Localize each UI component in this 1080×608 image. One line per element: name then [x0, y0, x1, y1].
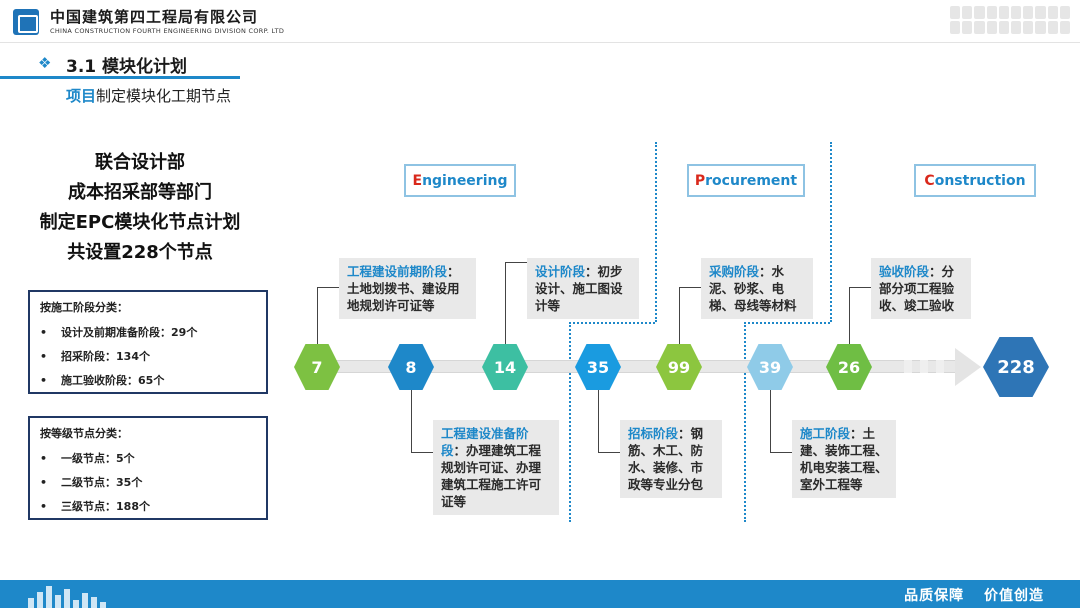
- callout-connector: [770, 452, 792, 453]
- phase-separator: [569, 322, 571, 522]
- section-title: 3.1 模块化计划: [66, 57, 188, 77]
- footer-slogan: 品质保障 价值创造: [904, 588, 1044, 604]
- summary-block: 联合设计部 成本招采部等部门 制定EPC模块化节点计划 共设置228个节点: [20, 148, 260, 268]
- subtitle-highlight: 项目: [66, 87, 97, 105]
- note-tendering: 招标阶段：钢筋、木工、防水、装修、市政等专业分包: [620, 420, 722, 498]
- callout-connector: [411, 390, 412, 452]
- callout-connector: [411, 452, 433, 453]
- level-category-item: 二级节点：35个: [40, 471, 256, 495]
- milestone-node: 8: [388, 344, 434, 390]
- note-acceptance: 验收阶段：分部分项工程验收、竣工验收: [871, 258, 971, 319]
- milestone-node: 7: [294, 344, 340, 390]
- callout-connector: [770, 390, 771, 452]
- callout-connector: [679, 287, 701, 288]
- phase-separator: [744, 322, 746, 522]
- timeline-arrow-dash: [920, 360, 928, 373]
- stage-category-item: 施工验收阶段：65个: [40, 369, 256, 393]
- note-design: 设计阶段：初步设计、施工图设计等: [527, 258, 639, 319]
- milestone-node: 26: [826, 344, 872, 390]
- company-logo: [13, 9, 39, 35]
- stage-category-box: 按施工阶段分类： 设计及前期准备阶段：29个 招采阶段：134个 施工验收阶段：…: [28, 290, 268, 394]
- phase-separator: [744, 322, 830, 324]
- section-subtitle: 项目制定模块化工期节点: [66, 85, 231, 106]
- summary-line: 成本招采部等部门: [68, 182, 212, 203]
- diamond-bullet-icon: ❖: [38, 54, 52, 72]
- timeline-arrow-dash: [936, 360, 944, 373]
- level-category-item: 一级节点：5个: [40, 447, 256, 471]
- note-pre-construction: 工程建设前期阶段：土地划拨书、建设用地规划许可证等: [339, 258, 476, 319]
- subtitle-text: 制定模块化工期节点: [96, 87, 232, 105]
- company-name-cn: 中国建筑第四工程局有限公司: [50, 8, 259, 26]
- callout-connector: [317, 287, 318, 345]
- callout-connector: [505, 262, 527, 263]
- milestone-node: 99: [656, 344, 702, 390]
- section-underline: [0, 76, 240, 79]
- milestone-node: 14: [482, 344, 528, 390]
- header-decoration: [950, 6, 1070, 34]
- total-nodes-hexagon: 228: [983, 337, 1049, 397]
- note-procurement: 采购阶段：水泥、砂浆、电梯、母线等材料: [701, 258, 813, 319]
- milestone-node: 35: [575, 344, 621, 390]
- note-construction-preparation: 工程建设准备阶段：办理建筑工程规划许可证、办理建筑工程施工许可证等: [433, 420, 559, 515]
- header-divider: [0, 42, 1080, 43]
- note-construction: 施工阶段：土建、装饰工程、机电安装工程、室外工程等: [792, 420, 896, 498]
- phase-separator: [655, 142, 657, 322]
- company-name-en: CHINA CONSTRUCTION FOURTH ENGINEERING DI…: [50, 27, 285, 35]
- stage-category-title: 按施工阶段分类：: [40, 301, 128, 314]
- timeline-arrow-shaft: [320, 360, 960, 373]
- summary-line: 共设置228个节点: [67, 242, 213, 263]
- timeline-arrow-dash: [904, 360, 912, 373]
- callout-connector: [598, 452, 620, 453]
- timeline-arrow-head: [955, 348, 981, 386]
- callout-connector: [849, 287, 850, 345]
- callout-connector: [679, 287, 680, 345]
- level-category-box: 按等级节点分类： 一级节点：5个 二级节点：35个 三级节点：188个: [28, 416, 268, 520]
- stage-category-item: 招采阶段：134个: [40, 345, 256, 369]
- phase-separator: [830, 142, 832, 322]
- callout-connector: [505, 262, 506, 345]
- summary-line: 制定EPC模块化节点计划: [39, 212, 241, 233]
- footer-bar: [0, 580, 1080, 608]
- callout-connector: [849, 287, 871, 288]
- callout-connector: [598, 390, 599, 452]
- phase-separator: [569, 322, 655, 324]
- level-category-title: 按等级节点分类：: [40, 427, 128, 440]
- city-skyline-icon: [28, 584, 128, 608]
- milestone-node: 39: [747, 344, 793, 390]
- summary-line: 联合设计部: [95, 152, 185, 173]
- callout-connector: [317, 287, 339, 288]
- level-category-item: 三级节点：188个: [40, 495, 256, 519]
- stage-category-item: 设计及前期准备阶段：29个: [40, 321, 256, 345]
